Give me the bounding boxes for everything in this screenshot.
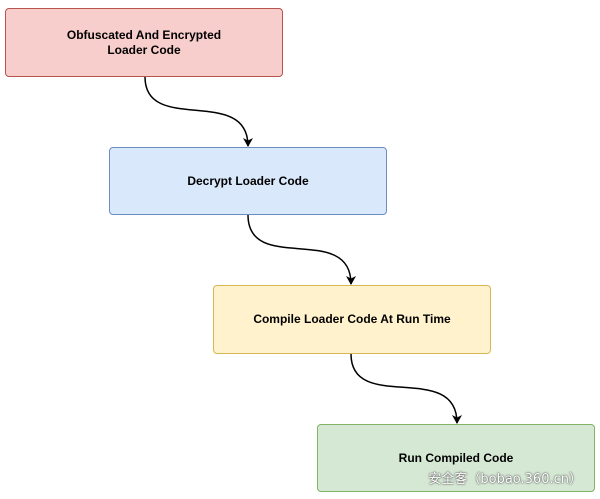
connector-3-to-4 [350, 353, 462, 424]
node-decrypt-loader: Decrypt Loader Code [109, 147, 387, 215]
node-label: Decrypt Loader Code [187, 173, 309, 188]
node-label: Obfuscated And Encrypted Loader Code [66, 27, 222, 57]
node-run-compiled: Run Compiled Code [317, 424, 595, 492]
node-label: Run Compiled Code [398, 450, 514, 465]
node-obfuscated-encrypted-loader: Obfuscated And Encrypted Loader Code [5, 8, 283, 77]
connector-1-to-2 [144, 76, 253, 147]
node-label: Compile Loader Code At Run Time [253, 312, 451, 326]
node-compile-loader: Compile Loader Code At Run Time [213, 285, 491, 354]
watermark-text: 安全客（bobao.360.cn） [428, 472, 582, 487]
connector-2-to-3 [247, 214, 356, 285]
